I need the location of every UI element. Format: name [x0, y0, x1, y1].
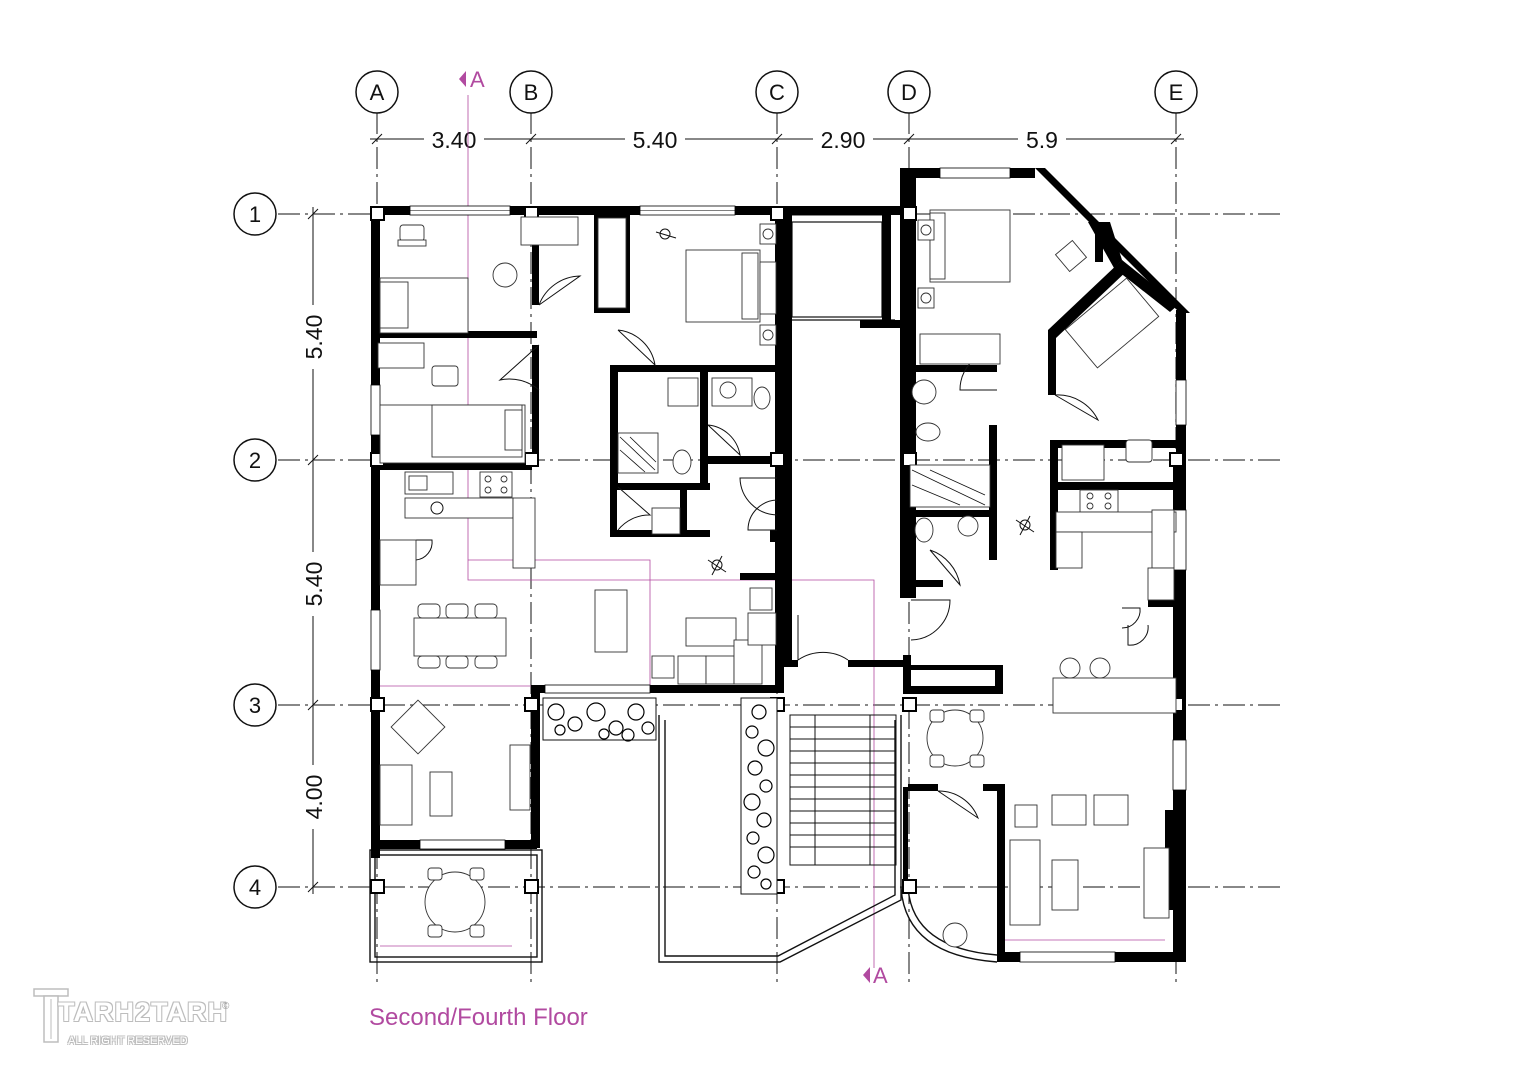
thin-outlines: [369, 715, 998, 963]
column-bubble-a: [355, 70, 399, 114]
row-bubble-1: [233, 192, 277, 236]
logo-name: TARH2TARH: [58, 997, 228, 1027]
watermark-logo: TARH2TARH ALL RIGHT RESERVED ©: [30, 985, 240, 1055]
row-bubble-4: [233, 865, 277, 909]
column-bubble-c: [755, 70, 799, 114]
dimension-b-c: 5.40: [633, 127, 678, 153]
dimension-1-2: 5.40: [301, 315, 327, 360]
row-label-2: 2: [249, 448, 261, 473]
column-bubble-d: [887, 70, 931, 114]
column-label-b: B: [524, 80, 539, 105]
row-label-4: 4: [249, 875, 261, 900]
dimension-3-4: 4.00: [301, 775, 327, 820]
doors: [415, 275, 1149, 820]
furniture: [377, 209, 1177, 948]
column-label-a: A: [370, 80, 385, 105]
row-bubbles: [233, 192, 277, 909]
section-arrow-top: [459, 71, 466, 87]
dimension-d-e: 5.9: [1026, 127, 1058, 153]
section-arrow-bottom: [863, 967, 870, 983]
section-label-top: A: [470, 67, 485, 92]
column-bubble-e: [1154, 70, 1198, 114]
column-label-e: E: [1169, 80, 1184, 105]
staircase: [789, 714, 897, 866]
row-bubble-3: [233, 683, 277, 727]
shower-trays: [619, 436, 986, 506]
row-bubble-2: [233, 438, 277, 482]
logo-subtitle: ALL RIGHT RESERVED: [68, 1035, 188, 1047]
column-label-c: C: [769, 80, 785, 105]
dimension-a-b: 3.40: [432, 127, 477, 153]
row-label-3: 3: [249, 693, 261, 718]
elevator-shaft: [786, 214, 895, 321]
planters: [542, 697, 778, 895]
column-bubble-b: [509, 70, 553, 114]
section-label-bottom: A: [873, 963, 888, 988]
column-label-d: D: [901, 80, 917, 105]
column-bubbles: [355, 70, 1198, 114]
logo-pillar-icon: [33, 988, 69, 1043]
row-label-1: 1: [249, 202, 261, 227]
dimension-2-3: 5.40: [301, 562, 327, 607]
dimension-c-d: 2.90: [821, 127, 866, 153]
person-figures: [430, 228, 1035, 576]
logo-registered-mark: ©: [222, 1001, 230, 1012]
drawing-caption: Second/Fourth Floor: [369, 1004, 588, 1031]
planter-foliage: [547, 702, 775, 890]
